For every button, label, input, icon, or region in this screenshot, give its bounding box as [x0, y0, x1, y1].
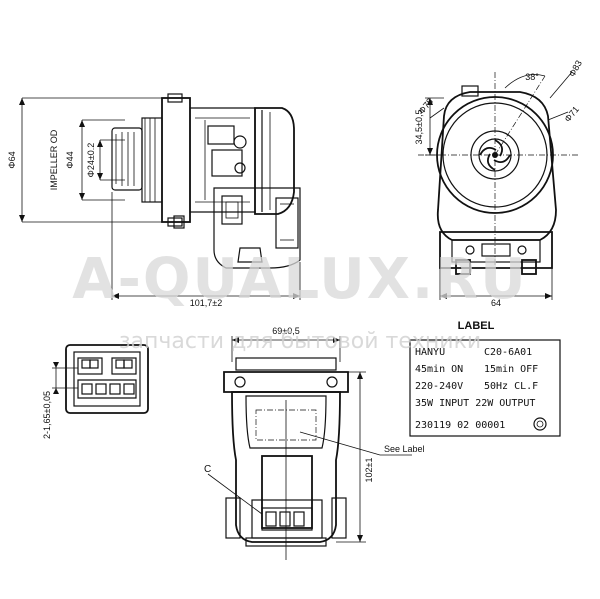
certification-mark-icon	[533, 417, 547, 431]
impeller-diameter-dimension: Φ44	[65, 151, 75, 168]
watermark-tagline: запчасти для бытовой техники	[119, 329, 481, 354]
bottom-width-dimension: 69±0,5	[272, 326, 299, 336]
pin-pitch-dimension: 2-1,65±0,05	[42, 391, 52, 439]
label-frequency: 50Hz CL.F	[484, 381, 538, 392]
front-view: 34,5±0,5 64 38° Φ83 Φ78 Φ71	[414, 59, 584, 308]
connector-detail: 2-1,65±0,05	[42, 344, 149, 439]
detail-c-label: C	[204, 464, 211, 475]
watermark: A-QUALUX.RU запчасти для бытовой техники	[72, 247, 527, 354]
bottom-view: 69±0,5 102±1 C See Label	[204, 326, 425, 560]
bottom-height-dimension: 102±1	[364, 458, 374, 483]
offset-dimension: 34,5±0,5	[414, 110, 424, 145]
angle-dimension: 38°	[525, 72, 539, 82]
label-cycle-off: 15min OFF	[484, 364, 538, 375]
label-cycle-on: 45min ON	[415, 364, 463, 375]
label-brand: HANYU	[415, 347, 445, 358]
label-title: LABEL	[458, 320, 495, 332]
diameter-78-dimension: Φ78	[416, 96, 435, 116]
width-dimension: 64	[491, 298, 501, 308]
label-panel: LABEL HANYU C20-6A01 45min ON 15min OFF …	[409, 320, 561, 437]
see-label-callout: See Label	[384, 444, 425, 454]
label-code: 230119 02 00001	[415, 420, 505, 431]
height-dimension: Φ64	[7, 151, 17, 168]
label-voltage: 220-240V	[415, 381, 463, 392]
diameter-83-dimension: Φ83	[567, 59, 584, 79]
shaft-diameter-dimension: Φ24±0.2	[86, 143, 96, 178]
side-view: 101,7±2 Φ64 IMPELLER OD Φ44 Φ24±0.2	[7, 93, 301, 308]
impeller-od-label: IMPELLER OD	[49, 129, 59, 190]
length-dimension: 101,7±2	[190, 298, 222, 308]
label-power: 35W INPUT 22W OUTPUT	[415, 398, 535, 409]
watermark-brand: A-QUALUX.RU	[72, 247, 527, 312]
diameter-71-dimension: Φ71	[562, 104, 581, 124]
label-model: C20-6A01	[484, 347, 532, 358]
